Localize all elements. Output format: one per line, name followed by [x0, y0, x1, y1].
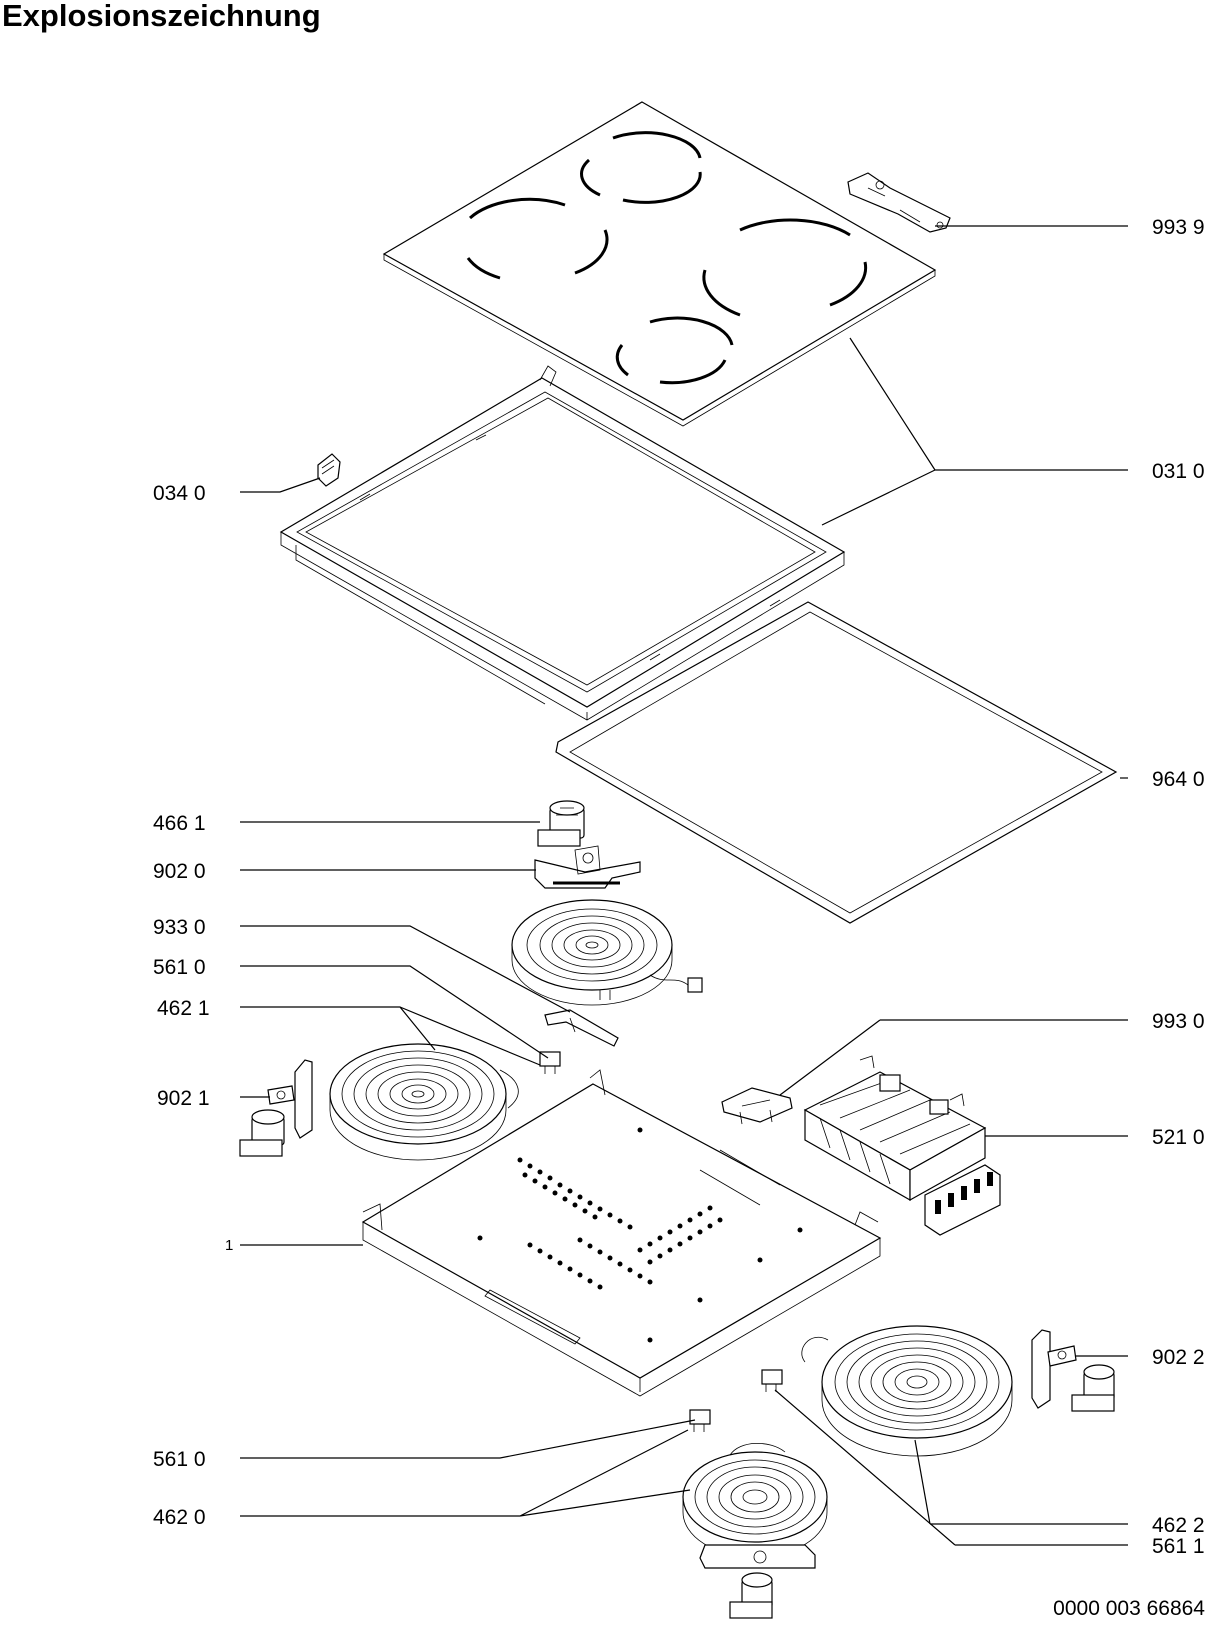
- label-462-1: 462 1: [157, 997, 210, 1020]
- cooktop-frame: [279, 365, 846, 721]
- label-964-0: 964 0: [1152, 768, 1205, 791]
- label-561-0-upper: 561 0: [153, 956, 206, 979]
- label-561-0-lower: 561 0: [153, 1448, 206, 1471]
- glass-ceramic-top: [382, 101, 937, 427]
- label-902-1: 902 1: [157, 1087, 210, 1110]
- bracket-902-1: [267, 1059, 313, 1139]
- label-902-0: 902 0: [153, 860, 206, 883]
- clip-034-0: [317, 453, 341, 487]
- base-tray: [361, 1069, 882, 1397]
- label-031-0: 031 0: [1152, 460, 1205, 483]
- terminal-561-1: [761, 1369, 783, 1392]
- heating-element-462-0: [682, 1442, 828, 1558]
- gasket-964-0: [555, 601, 1118, 924]
- label-561-1: 561 1: [1152, 1535, 1205, 1558]
- label-993-0: 993 0: [1152, 1010, 1205, 1033]
- bracket-993-9: [847, 172, 951, 233]
- heating-element-upper: [511, 899, 703, 1006]
- control-module-521-0: [803, 1055, 1001, 1236]
- document-number: 0000 003 66864: [1053, 1597, 1205, 1620]
- bracket-902-2: [1031, 1329, 1077, 1409]
- label-466-1: 466 1: [153, 812, 206, 835]
- page-title: Explosionszeichnung: [2, 0, 321, 33]
- label-933-0: 933 0: [153, 916, 206, 939]
- label-1: 1: [225, 1237, 233, 1254]
- label-902-2: 902 2: [1152, 1346, 1205, 1369]
- thermostat-right: [1071, 1364, 1115, 1412]
- heating-element-462-2: [801, 1325, 1013, 1457]
- label-462-0: 462 0: [153, 1506, 206, 1529]
- bracket-902-0: [534, 845, 641, 889]
- leader-lines: [240, 225, 1128, 1546]
- label-993-9: 993 9: [1152, 216, 1205, 239]
- bracket-lower: [699, 1544, 816, 1569]
- heating-element-462-1: [329, 1043, 519, 1161]
- thermostat-lower: [729, 1572, 773, 1619]
- label-521-0: 521 0: [1152, 1126, 1205, 1149]
- label-462-2: 462 2: [1152, 1514, 1205, 1537]
- label-034-0: 034 0: [153, 482, 206, 505]
- bracket-993-0: [721, 1087, 793, 1125]
- limiter-933-0: [544, 1009, 619, 1047]
- part-labels: 993 9 031 0 034 0 964 0 466 1 902 0 933 …: [153, 216, 1205, 1558]
- thermostat-left: [239, 1109, 285, 1157]
- thermostat-466-1: [537, 800, 585, 847]
